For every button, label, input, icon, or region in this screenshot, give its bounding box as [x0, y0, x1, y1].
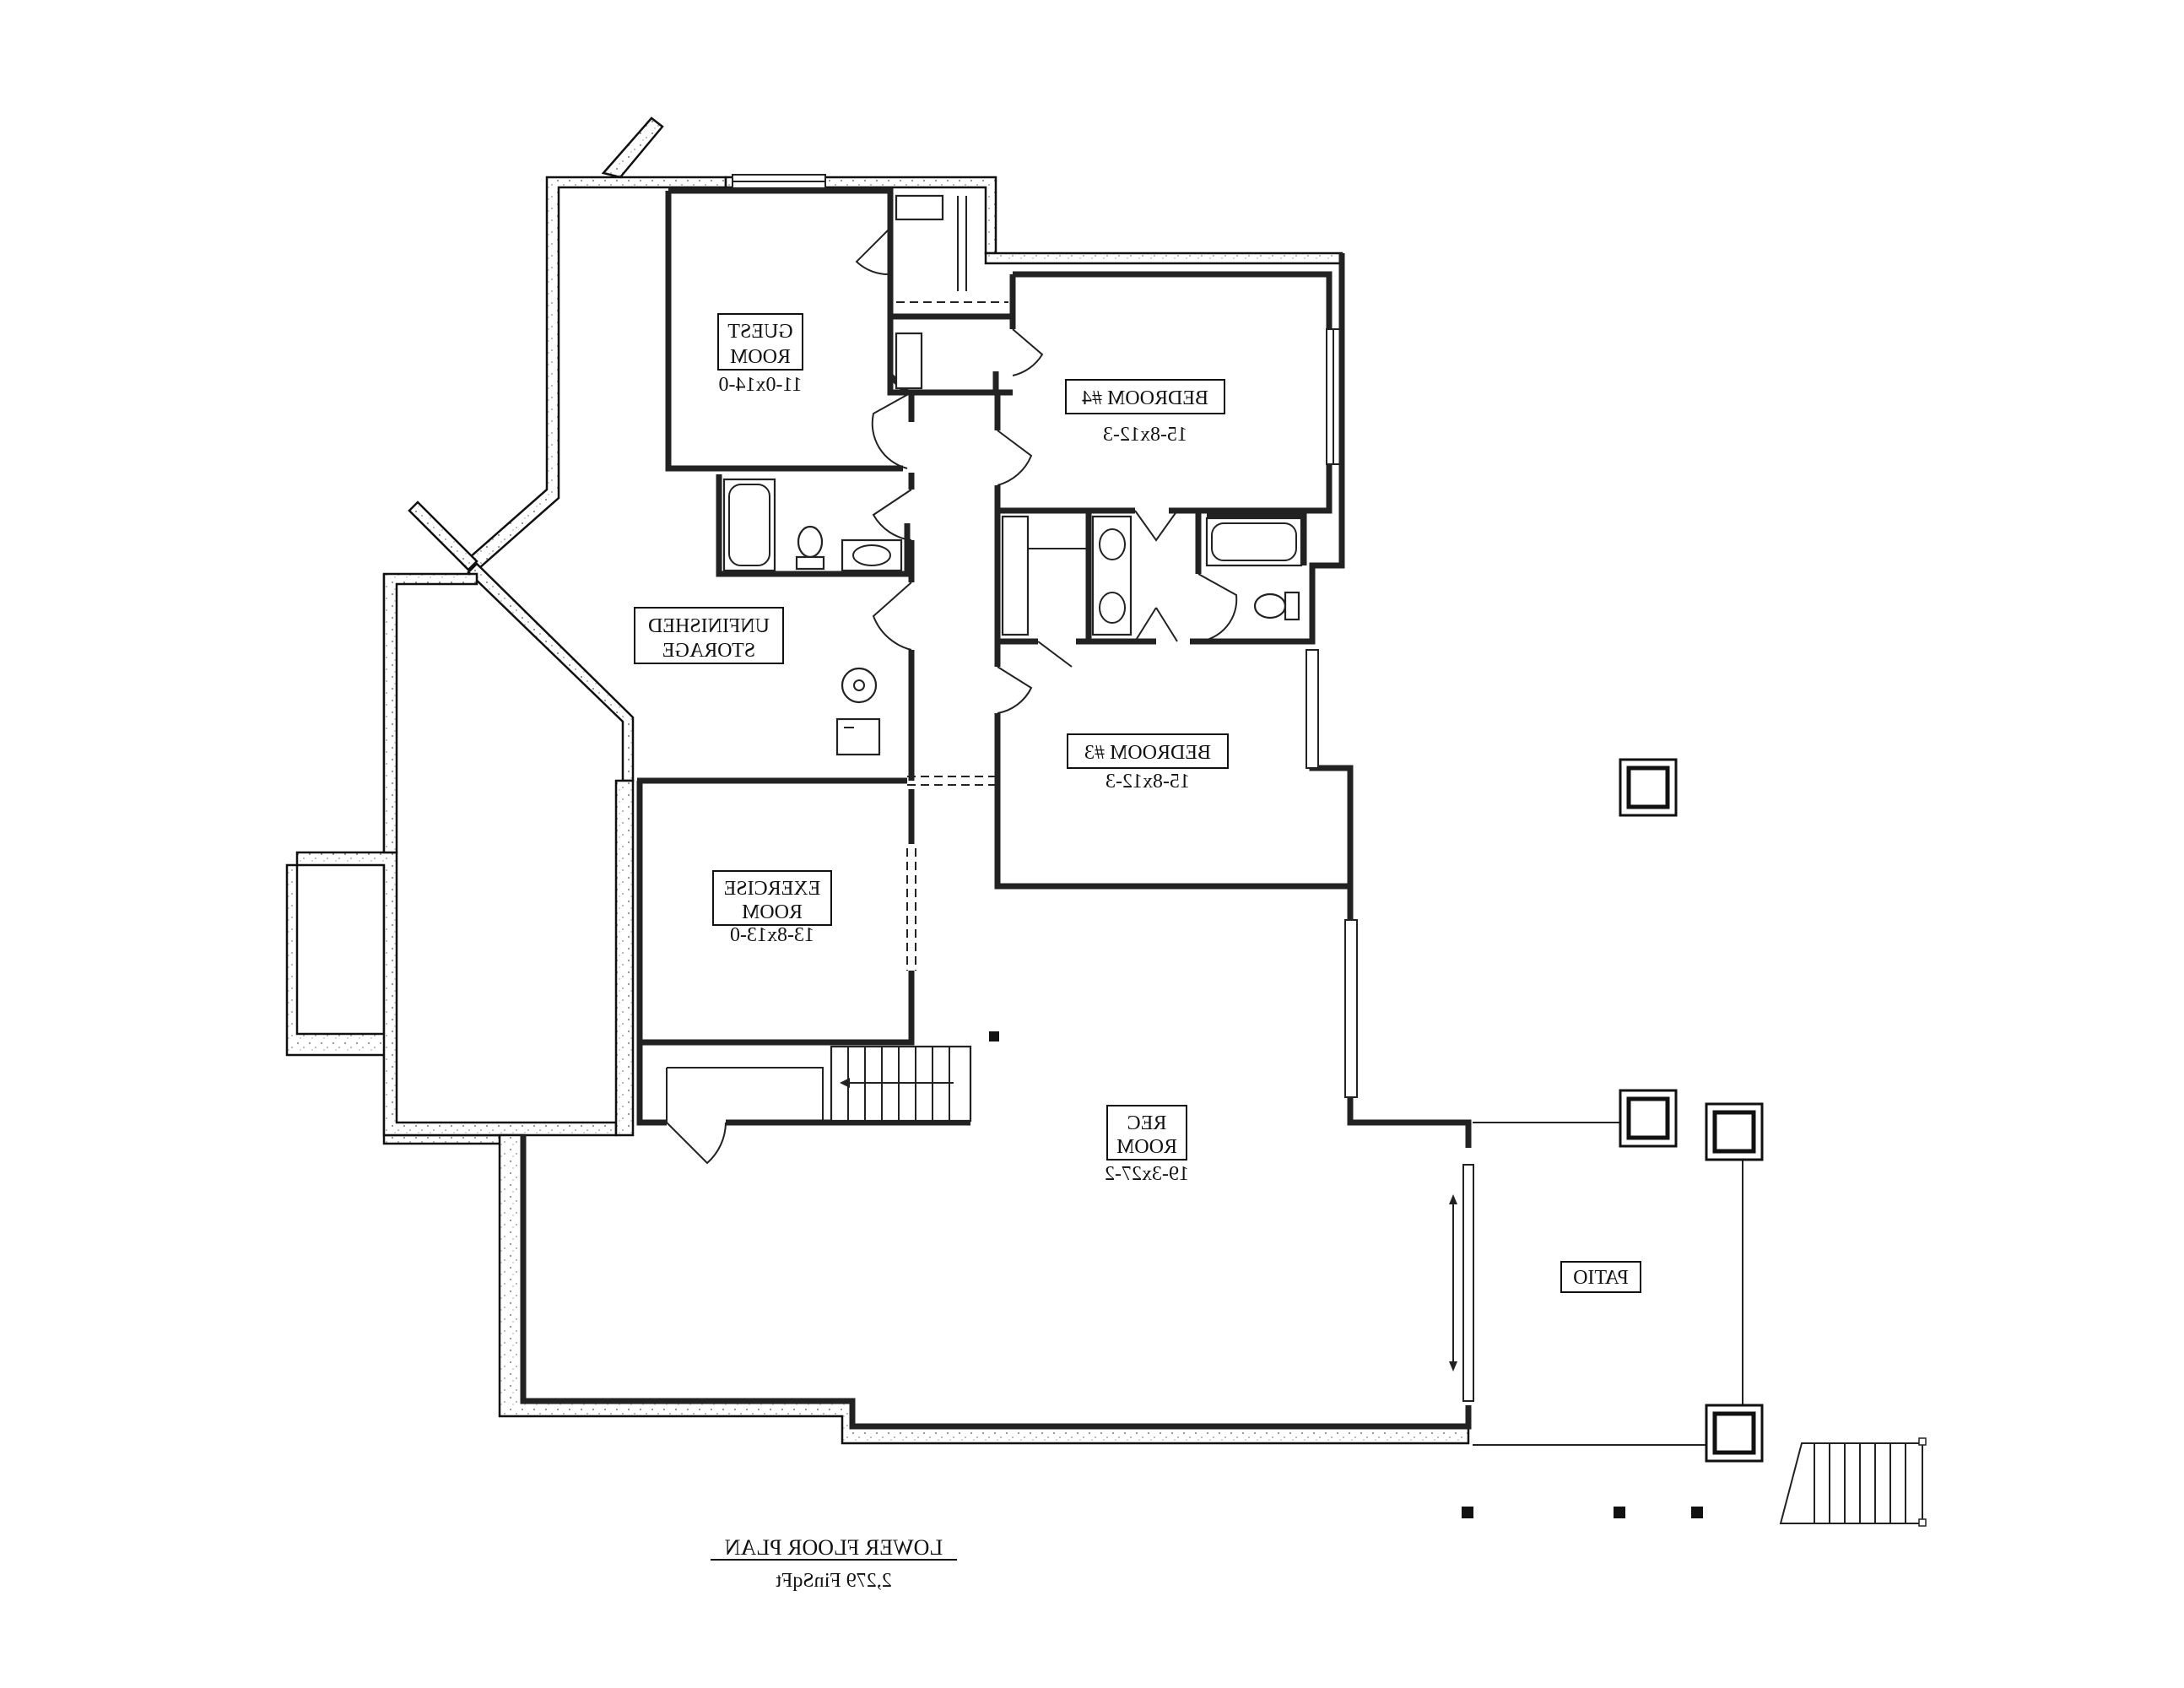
- door-stair: [666, 1122, 727, 1165]
- foundation-wing-left: [382, 574, 508, 1145]
- foundation-rec-left: [498, 1133, 1470, 1445]
- bathtub-guest: [722, 478, 776, 572]
- window-bedroom-4: [1326, 328, 1341, 465]
- stairs: [666, 1045, 972, 1123]
- guest-room-size: 11-0x14-0: [718, 374, 802, 396]
- toilet-shared: [1253, 591, 1300, 621]
- closet-guest: [895, 194, 944, 221]
- bedroom-4-name: BEDROOM #4: [1082, 387, 1208, 409]
- guest-room-name-2: ROOM: [730, 346, 791, 368]
- wall-closets: [887, 253, 1016, 396]
- patio-stairs: [1779, 1437, 1927, 1527]
- finished-walls: [520, 187, 1474, 1430]
- label-bedroom-4: BEDROOM #4 15-8x12-3: [1065, 379, 1225, 446]
- wall-guest-bath: [716, 474, 911, 577]
- patio: [1462, 758, 1927, 1527]
- rec-room-size: 19-3x27-2: [1105, 1163, 1189, 1185]
- window-rec-right: [1344, 919, 1358, 1098]
- wall-bedroom-3: [994, 641, 1354, 890]
- door-swings: [666, 227, 1238, 1165]
- window-top: [732, 174, 826, 189]
- label-patio: PATIO: [1560, 1261, 1641, 1293]
- guest-room-name-1: GUEST: [727, 321, 793, 343]
- bedroom-4-size: 15-8x12-3: [1103, 424, 1187, 446]
- column-1: [1619, 758, 1678, 817]
- door-closet-bed4: [1012, 328, 1044, 376]
- door-guest-hall: [871, 392, 912, 469]
- column-2: [1619, 1089, 1678, 1148]
- plan-area: 2,279 FinSqFt: [776, 1570, 892, 1592]
- bedroom-3-size: 15-8x12-3: [1106, 771, 1190, 793]
- closet-hall: [895, 332, 923, 390]
- door-bed3-bath: [1037, 641, 1073, 668]
- door-bed3: [997, 666, 1033, 714]
- foundation-storage-left: [461, 176, 727, 576]
- door-storage-bath: [872, 489, 912, 541]
- foundation-wing-top: [382, 572, 478, 854]
- door-storage: [872, 582, 912, 651]
- label-guest-room: GUEST ROOM 11-0x14-0: [717, 313, 803, 396]
- plan-caption: LOWER FLOOR PLAN 2,279 FinSqFt: [711, 1535, 957, 1592]
- marker-dot-3: [1691, 1507, 1703, 1518]
- label-exercise-room: EXERCISE ROOM 13-8x13-0: [712, 870, 832, 946]
- storage-name-1: UNFINISHED: [648, 615, 770, 637]
- foundation-top-bed4: [984, 252, 1343, 265]
- exercise-room-name-1: EXERCISE: [724, 878, 821, 900]
- toilet-guest: [795, 525, 825, 571]
- exercise-room-size: 13-8x13-0: [730, 924, 814, 946]
- wall-exercise: [636, 781, 915, 1046]
- column-3: [1705, 1102, 1764, 1161]
- linen-closet: [1001, 515, 1030, 636]
- plan-title: LOWER FLOOR PLAN: [725, 1535, 943, 1560]
- label-bedroom-3: BEDROOM #3 15-8x12-3: [1067, 733, 1229, 793]
- fixtures: [666, 194, 1303, 1123]
- door-bath-a: [1134, 510, 1178, 542]
- wall-stair: [636, 1042, 970, 1126]
- dashed-openings: [896, 301, 1008, 971]
- window-bedroom-3: [1306, 649, 1319, 769]
- exercise-room-name-2: ROOM: [742, 901, 803, 923]
- furnace: [835, 717, 881, 756]
- foundation-mid-vertical: [614, 779, 635, 1137]
- marker-dot-2: [1614, 1507, 1625, 1518]
- patio-name: PATIO: [1573, 1267, 1629, 1289]
- door-bath-b: [1134, 607, 1178, 642]
- rec-room-name-2: ROOM: [1116, 1136, 1177, 1158]
- vanity-double: [1091, 515, 1133, 636]
- marker-dot-1: [1462, 1507, 1473, 1518]
- column-4: [1705, 1404, 1764, 1463]
- marker-dot-stair: [989, 1031, 999, 1041]
- rec-room-name-1: REC: [1127, 1112, 1167, 1134]
- bedroom-3-name: BEDROOM #3: [1084, 742, 1211, 764]
- foundation-diag-stub-top: [601, 116, 664, 179]
- door-bed4: [997, 430, 1033, 486]
- door-guest: [855, 227, 891, 276]
- water-heater: [841, 667, 878, 704]
- storage-name-2: STORAGE: [662, 640, 755, 662]
- door-toilet: [1197, 573, 1238, 642]
- foundation-diag-main: [467, 562, 635, 782]
- bathtub-shared: [1205, 517, 1303, 567]
- sliding-door-rec: [1449, 1164, 1474, 1402]
- wall-rec-room: [520, 1106, 1472, 1430]
- label-storage: UNFINISHED STORAGE: [634, 607, 784, 664]
- foundation-diag-stub-left: [408, 500, 478, 571]
- label-rec-room: REC ROOM 19-3x27-2: [1105, 1105, 1189, 1185]
- foundation-left-outer: [285, 851, 618, 1137]
